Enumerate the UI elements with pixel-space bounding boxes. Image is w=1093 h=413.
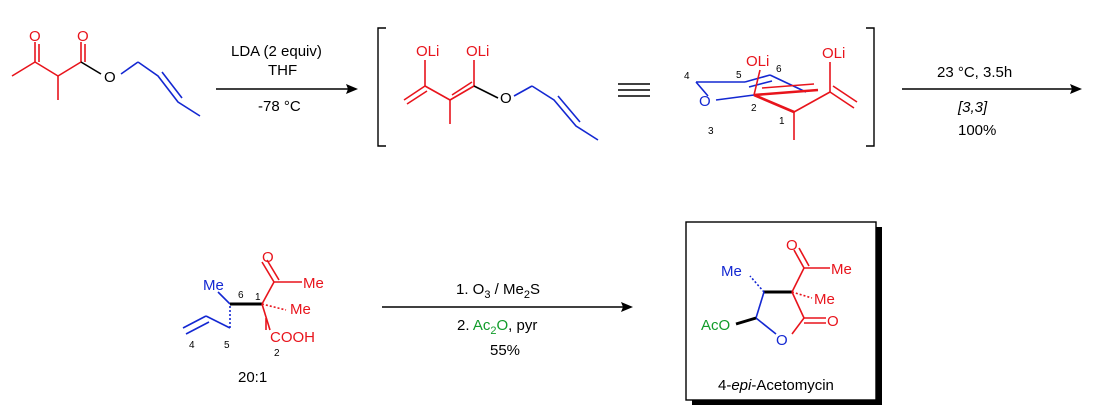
acid-ketone-o: O bbox=[262, 249, 274, 266]
bracket-right bbox=[866, 27, 875, 147]
ts-num-3: 3 bbox=[708, 126, 714, 137]
ts-ring-o: O bbox=[699, 93, 711, 110]
fp-lactone-o: O bbox=[827, 313, 839, 330]
fp-name: 4-epi-Acetomycin bbox=[718, 377, 834, 394]
fp-quat-me: Me bbox=[814, 291, 835, 308]
arrow-step2 bbox=[902, 84, 1082, 94]
enolate-ether-o: O bbox=[500, 90, 512, 107]
step3-yield: 55% bbox=[490, 342, 520, 359]
sm-ether-o: O bbox=[104, 69, 116, 86]
acid-num-4: 4 bbox=[189, 340, 195, 351]
ts-num-2: 2 bbox=[751, 103, 757, 114]
sm-ester-o: O bbox=[77, 28, 89, 45]
fp-ring-o: O bbox=[776, 332, 788, 349]
acid-cooh: COOH bbox=[270, 329, 315, 346]
fp-aco: AcO bbox=[701, 317, 730, 334]
step1-temperature: -78 °C bbox=[258, 98, 301, 115]
bis-enolate bbox=[403, 60, 599, 141]
acid-num-5: 5 bbox=[224, 340, 230, 351]
ts-oli-1: OLi bbox=[746, 53, 769, 70]
acid-quat-me: Me bbox=[290, 301, 311, 318]
bracket-left bbox=[377, 27, 386, 147]
fp-ketone-me: Me bbox=[831, 261, 852, 278]
fp-ketone-o: O bbox=[786, 237, 798, 254]
ts-num-6: 6 bbox=[776, 64, 782, 75]
fp-me: Me bbox=[721, 263, 742, 280]
ts-num-4: 4 bbox=[684, 71, 690, 82]
step1-solvent: THF bbox=[268, 62, 297, 79]
acid-num-6: 6 bbox=[238, 290, 244, 301]
rearranged-acid bbox=[182, 259, 302, 335]
arrow-step1 bbox=[216, 84, 358, 94]
chair-transition-state bbox=[695, 62, 858, 140]
equivalence-sign bbox=[618, 83, 650, 97]
sm-ketone-o: O bbox=[29, 28, 41, 45]
final-product-structure bbox=[735, 247, 830, 335]
step2-conditions: 23 °C, 3.5h bbox=[937, 64, 1012, 81]
step3-line1: 1. O3 / Me2S bbox=[456, 281, 540, 301]
step1-reagent: LDA (2 equiv) bbox=[231, 43, 322, 60]
ts-num-1: 1 bbox=[779, 116, 785, 127]
arrow-step3 bbox=[382, 302, 633, 312]
step3-line2: 2. Ac2O, pyr bbox=[457, 317, 537, 337]
acid-num-1: 1 bbox=[255, 292, 261, 303]
step2-yield: 100% bbox=[958, 122, 996, 139]
acid-num-2: 2 bbox=[274, 348, 280, 359]
final-product-box bbox=[685, 221, 882, 405]
ts-num-5: 5 bbox=[736, 70, 742, 81]
ts-oli-2: OLi bbox=[822, 45, 845, 62]
enolate-oli-1: OLi bbox=[416, 43, 439, 60]
step2-rearrangement: [3,3] bbox=[957, 99, 988, 116]
acid-dr: 20:1 bbox=[238, 369, 267, 386]
acid-ketone-me: Me bbox=[303, 275, 324, 292]
starting-material bbox=[11, 42, 201, 117]
enolate-oli-2: OLi bbox=[466, 43, 489, 60]
acid-me-6: Me bbox=[203, 277, 224, 294]
